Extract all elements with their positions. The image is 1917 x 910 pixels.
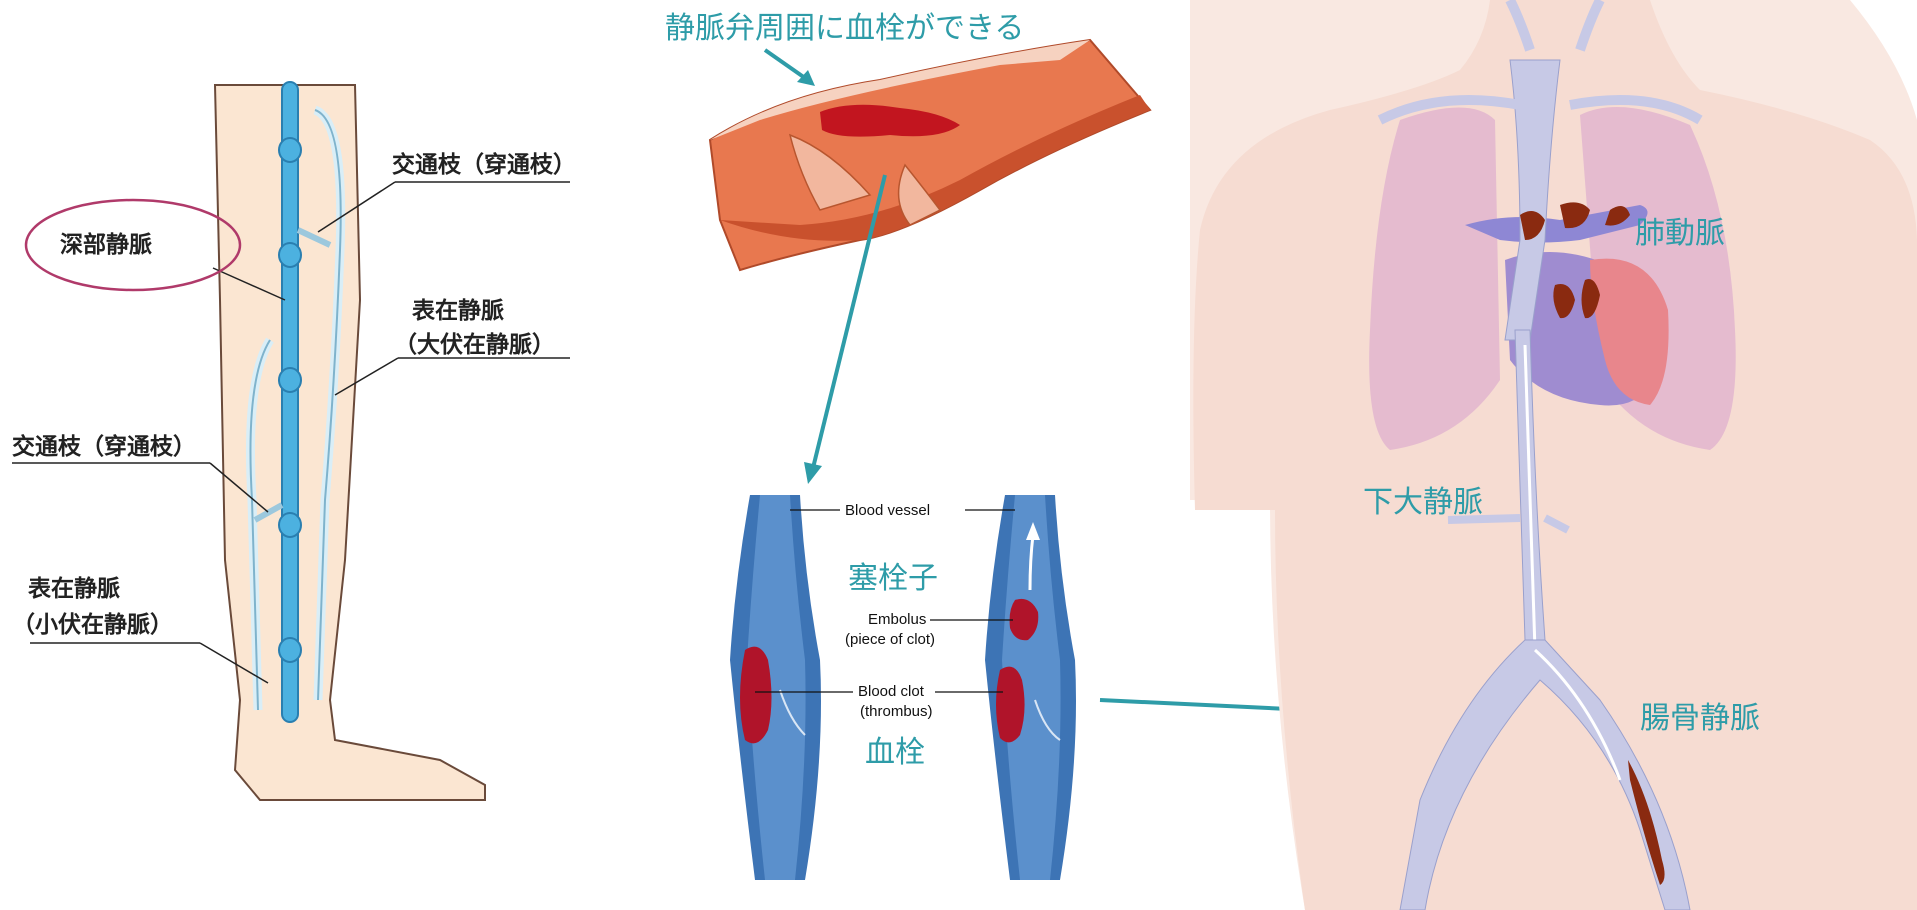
label-iliac-vein: 腸骨静脈 — [1640, 701, 1760, 736]
label-blood-vessel: Blood vessel — [845, 502, 930, 519]
label-deep-vein: 深部静脈 — [60, 231, 152, 258]
label-embolus-2: (piece of clot) — [845, 631, 935, 648]
leg-illustration — [215, 82, 485, 800]
label-perforator-upper: 交通枝（穿通枝） — [392, 151, 576, 178]
label-small-saphenous-2: （小伏在静脈） — [12, 611, 173, 638]
label-perforator-lower: 交通枝（穿通枝） — [12, 433, 196, 460]
label-embolus-1: Embolus — [868, 611, 926, 628]
label-embolus-jp: 塞栓子 — [848, 561, 938, 596]
vein-valve-illustration — [710, 40, 1150, 270]
label-small-saphenous-1: 表在静脈 — [28, 575, 120, 602]
label-pulmonary-artery: 肺動脈 — [1635, 216, 1725, 251]
label-valve-caption: 静脈弁周囲に血栓ができる — [665, 11, 1024, 46]
label-clot-1: Blood clot — [858, 683, 925, 700]
vessel-left — [730, 495, 821, 880]
right-vessel-thrombus — [996, 667, 1025, 743]
label-great-saphenous-2: （大伏在静脈） — [394, 331, 555, 358]
vessel-right — [985, 495, 1076, 880]
arrow-to-valve — [765, 50, 815, 86]
label-thrombus-jp: 血栓 — [865, 735, 925, 770]
label-clot-2: (thrombus) — [860, 703, 933, 720]
left-vessel-thrombus — [740, 647, 772, 744]
label-ivc: 下大静脈 — [1363, 485, 1483, 520]
label-great-saphenous-1: 表在静脈 — [412, 297, 504, 324]
torso-illustration — [1190, 0, 1917, 910]
